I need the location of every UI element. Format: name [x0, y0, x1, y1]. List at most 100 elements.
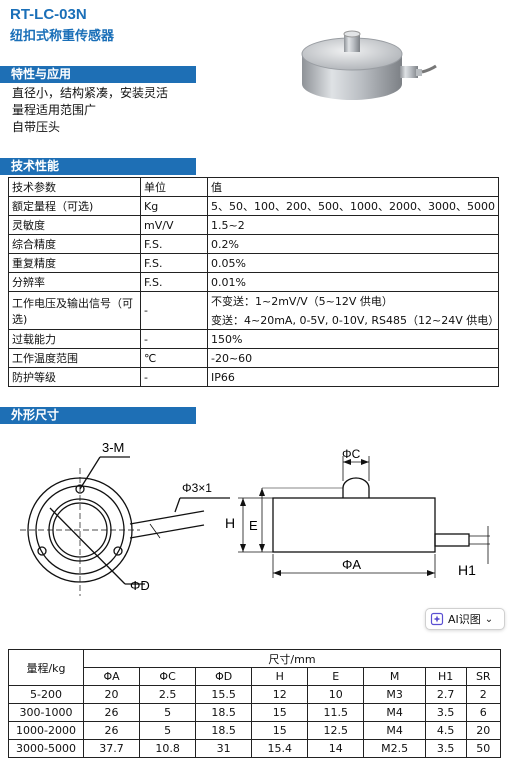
table-row: 防护等级 - IP66 — [8, 367, 499, 387]
label-3m: 3-M — [102, 440, 124, 455]
table-header-row: 技术参数 单位 值 — [8, 177, 499, 197]
ai-recognize-button[interactable]: AI识图 ⌄ — [425, 608, 505, 630]
table-cell: - — [140, 367, 208, 387]
table-cell: 18.5 — [195, 721, 253, 740]
table-cell: 综合精度 — [8, 234, 141, 254]
table-cell: 防护等级 — [8, 367, 141, 387]
table-cell: 26 — [82, 721, 141, 740]
ai-button-label: AI识图 — [448, 613, 481, 626]
column-header: ΦD — [195, 667, 253, 686]
header-cell: 值 — [207, 177, 499, 197]
table-cell: 15.5 — [195, 685, 253, 704]
table-cell: 20 — [82, 685, 141, 704]
table-cell: mV/V — [140, 215, 208, 235]
table-row: 5-200 20 2.5 15.5 12 10 M3 2.7 2 — [8, 685, 502, 704]
table-cell: 5-200 — [8, 685, 84, 704]
table-cell: 10.8 — [139, 739, 197, 758]
table-cell: 工作电压及输出信号（可选) — [8, 291, 141, 330]
table-cell: 18.5 — [195, 703, 253, 722]
table-cell: 3000-5000 — [8, 739, 84, 758]
table-cell: 2.5 — [139, 685, 197, 704]
header-cell: 技术参数 — [8, 177, 141, 197]
table-cell: M4 — [363, 721, 426, 740]
range-header: 量程/kg — [8, 649, 84, 686]
feature-item: 自带压头 — [12, 120, 61, 134]
column-header: H — [251, 667, 309, 686]
table-cell: 20 — [465, 721, 502, 740]
table-cell: 3.5 — [424, 739, 467, 758]
chevron-down-icon: ⌄ — [484, 613, 494, 625]
table-cell: 工作温度范围 — [8, 348, 141, 368]
column-header: M — [363, 667, 426, 686]
table-cell: F.S. — [140, 234, 208, 254]
column-header: E — [307, 667, 365, 686]
table-cell: M3 — [363, 685, 426, 704]
feature-item: 量程适用范围广 — [12, 103, 97, 117]
table-cell: 26 — [82, 703, 141, 722]
table-cell: 5 — [139, 721, 197, 740]
table-cell: - — [140, 329, 208, 349]
dimension-drawing: 3-M Φ3×1 ΦD ΦC H E ΦA H1 — [20, 440, 490, 596]
table-row: 灵敏度 mV/V 1.5~2 — [8, 215, 499, 235]
table-cell: 12.5 — [307, 721, 365, 740]
product-subtitle: 纽扣式称重传感器 — [10, 29, 115, 44]
table-cell: 37.7 — [82, 739, 141, 758]
product-model: RT-LC-03N — [10, 6, 87, 23]
table-cell: 12 — [251, 685, 309, 704]
table-cell: 2.7 — [424, 685, 467, 704]
table-cell: F.S. — [140, 253, 208, 273]
table-cell: ℃ — [140, 348, 208, 368]
table-cell: -20~60 — [207, 348, 499, 368]
table-cell: IP66 — [207, 367, 499, 387]
table-cell: 31 — [195, 739, 253, 758]
table-row: 工作温度范围 ℃ -20~60 — [8, 348, 499, 368]
table-row: 工作电压及输出信号（可选) - 不变送：1~2mV/V（5~12V 供电） 变送… — [8, 291, 500, 330]
specs-table: 技术参数 单位 值 额定量程（可选) Kg 5、50、100、200、500、1… — [8, 177, 499, 387]
column-header: ΦC — [139, 667, 197, 686]
table-cell: 4.5 — [424, 721, 467, 740]
table-cell: 15 — [251, 721, 309, 740]
column-header: H1 — [424, 667, 467, 686]
table-cell: 0.2% — [207, 234, 499, 254]
size-header: 尺寸/mm — [83, 649, 501, 668]
label-phi-c: ΦC — [342, 447, 361, 461]
header-cell: 单位 — [140, 177, 208, 197]
dimensions-table: 量程/kg 尺寸/mm ΦA ΦC ΦD H E M H1 SR 5-200 2… — [8, 649, 502, 758]
table-cell: 5、50、100、200、500、1000、2000、3000、5000 — [207, 196, 499, 216]
specs-section-title: 技术性能 — [0, 158, 196, 175]
table-header-row: ΦA ΦC ΦD H E M H1 SR — [9, 667, 502, 686]
table-cell: 灵敏度 — [8, 215, 141, 235]
table-cell: F.S. — [140, 272, 208, 292]
table-cell: 5 — [139, 703, 197, 722]
table-row: 重复精度 F.S. 0.05% — [8, 253, 499, 273]
table-header-row: 量程/kg 尺寸/mm — [8, 649, 501, 686]
table-row: 综合精度 F.S. 0.2% — [8, 234, 499, 254]
table-cell: 15 — [251, 703, 309, 722]
label-phi-d: ΦD — [130, 578, 150, 593]
features-section-title: 特性与应用 — [0, 66, 196, 83]
column-header: SR — [465, 667, 502, 686]
label-h1: H1 — [458, 562, 476, 578]
table-cell: 1000-2000 — [8, 721, 84, 740]
table-cell: 分辨率 — [8, 272, 141, 292]
table-cell: 50 — [465, 739, 502, 758]
signal-line-1: 不变送：1~2mV/V（5~12V 供电） — [211, 295, 393, 308]
table-row: 1000-2000 26 5 18.5 15 12.5 M4 4.5 20 — [8, 721, 502, 740]
signal-line-2: 变送：4~20mA, 0-5V, 0-10V, RS485（12~24V 供电） — [211, 314, 500, 327]
table-row: 额定量程（可选) Kg 5、50、100、200、500、1000、2000、3… — [8, 196, 499, 216]
table-cell: 6 — [465, 703, 502, 722]
dimensions-section-title: 外形尺寸 — [0, 407, 196, 424]
table-cell: - — [140, 291, 208, 330]
table-cell: M2.5 — [363, 739, 426, 758]
label-cable: Φ3×1 — [182, 481, 212, 495]
ai-sparkle-icon — [430, 612, 444, 626]
table-cell: 重复精度 — [8, 253, 141, 273]
column-header: ΦA — [82, 667, 141, 686]
table-cell: 额定量程（可选) — [8, 196, 141, 216]
table-cell: 不变送：1~2mV/V（5~12V 供电） 变送：4~20mA, 0-5V, 0… — [207, 291, 500, 330]
load-cell-photo — [301, 30, 437, 100]
label-e: E — [249, 518, 258, 533]
table-cell: 10 — [307, 685, 365, 704]
table-cell: 150% — [207, 329, 499, 349]
table-cell: 0.01% — [207, 272, 499, 292]
